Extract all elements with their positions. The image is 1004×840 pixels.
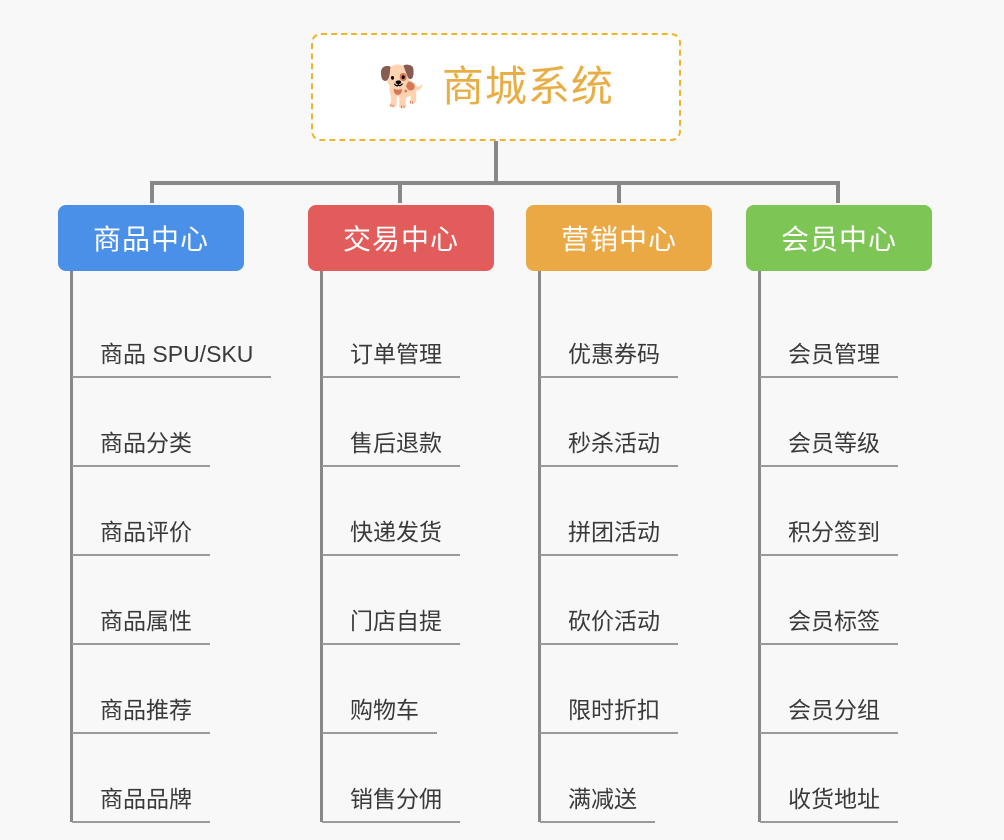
leaf-item[interactable]: 秒杀活动 [526, 378, 712, 467]
leaf-item-label: 会员标签 [760, 608, 898, 645]
leaf-item-label: 商品分类 [72, 430, 210, 467]
trunk-line [758, 271, 761, 822]
leaf-item[interactable]: 会员标签 [746, 556, 932, 645]
leaf-item-label: 售后退款 [322, 430, 460, 467]
leaf-item[interactable]: 商品分类 [58, 378, 244, 467]
leaf-item[interactable]: 商品品牌 [58, 734, 244, 823]
leaf-item-label: 商品品牌 [72, 786, 210, 823]
leaf-item[interactable]: 会员分组 [746, 645, 932, 734]
connector-root-stem [494, 141, 498, 184]
connector-drop-2 [398, 181, 402, 203]
leaf-item[interactable]: 会员等级 [746, 378, 932, 467]
connector-drop-1 [150, 181, 154, 203]
leaf-item-label: 会员管理 [760, 341, 898, 378]
leaf-item-label: 商品评价 [72, 519, 210, 556]
category-header-2[interactable]: 交易中心 [308, 205, 494, 271]
trunk-line [320, 271, 323, 822]
leaf-item[interactable]: 商品推荐 [58, 645, 244, 734]
category-column-3: 营销中心优惠券码秒杀活动拼团活动砍价活动限时折扣满减送 [526, 205, 712, 823]
leaf-item-label: 商品推荐 [72, 697, 210, 734]
leaf-list: 商品 SPU/SKU 商品分类商品评价商品属性商品推荐商品品牌 [58, 271, 272, 823]
leaf-list: 优惠券码秒杀活动拼团活动砍价活动限时折扣满减送 [526, 271, 712, 823]
category-column-1: 商品中心商品 SPU/SKU 商品分类商品评价商品属性商品推荐商品品牌 [58, 205, 272, 823]
leaf-item[interactable]: 门店自提 [308, 556, 494, 645]
leaf-item[interactable]: 商品评价 [58, 467, 244, 556]
leaf-item-label: 收货地址 [760, 786, 898, 823]
leaf-item-label: 拼团活动 [540, 519, 678, 556]
shiba-dog-face-icon: 🐕 [378, 65, 428, 109]
leaf-item-label: 会员等级 [760, 430, 898, 467]
leaf-item[interactable]: 收货地址 [746, 734, 932, 823]
leaf-item-label: 优惠券码 [540, 341, 678, 378]
leaf-item[interactable]: 商品 SPU/SKU [58, 289, 272, 378]
leaf-list: 订单管理售后退款快递发货门店自提购物车销售分佣 [308, 271, 494, 823]
leaf-item-label: 积分签到 [760, 519, 898, 556]
category-header-4[interactable]: 会员中心 [746, 205, 932, 271]
trunk-line [70, 271, 73, 822]
leaf-item[interactable]: 购物车 [308, 645, 494, 734]
leaf-item[interactable]: 销售分佣 [308, 734, 494, 823]
leaf-item-label: 商品 SPU/SKU [72, 341, 272, 378]
category-header-1[interactable]: 商品中心 [58, 205, 244, 271]
leaf-item[interactable]: 拼团活动 [526, 467, 712, 556]
leaf-item-label: 满减送 [540, 786, 655, 823]
leaf-item[interactable]: 砍价活动 [526, 556, 712, 645]
leaf-item-label: 订单管理 [322, 341, 460, 378]
leaf-item[interactable]: 限时折扣 [526, 645, 712, 734]
leaf-item[interactable]: 会员管理 [746, 289, 932, 378]
category-column-4: 会员中心会员管理会员等级积分签到会员标签会员分组收货地址 [746, 205, 932, 823]
category-header-3[interactable]: 营销中心 [526, 205, 712, 271]
leaf-item-label: 门店自提 [322, 608, 460, 645]
category-header-label: 营销中心 [560, 224, 677, 255]
category-column-2: 交易中心订单管理售后退款快递发货门店自提购物车销售分佣 [308, 205, 494, 823]
connector-drop-4 [836, 181, 840, 203]
connector-drop-3 [617, 181, 621, 203]
category-header-label: 交易中心 [342, 224, 459, 255]
leaf-item[interactable]: 售后退款 [308, 378, 494, 467]
leaf-item[interactable]: 商品属性 [58, 556, 244, 645]
leaf-item[interactable]: 快递发货 [308, 467, 494, 556]
leaf-item-label: 会员分组 [760, 697, 898, 734]
leaf-item[interactable]: 优惠券码 [526, 289, 712, 378]
connector-horizontal-bar [150, 181, 840, 185]
root-title: 商城系统 [441, 63, 614, 110]
leaf-item-label: 秒杀活动 [540, 430, 678, 467]
leaf-item-label: 砍价活动 [540, 608, 678, 645]
leaf-item-label: 销售分佣 [322, 786, 460, 823]
leaf-item[interactable]: 满减送 [526, 734, 712, 823]
leaf-item-label: 限时折扣 [540, 697, 678, 734]
category-header-label: 商品中心 [92, 224, 209, 255]
trunk-line [538, 271, 541, 822]
root-node[interactable]: 🐕 商城系统 [311, 33, 681, 141]
leaf-item[interactable]: 订单管理 [308, 289, 494, 378]
leaf-item-label: 购物车 [322, 697, 437, 734]
leaf-item-label: 商品属性 [72, 608, 210, 645]
leaf-item[interactable]: 积分签到 [746, 467, 932, 556]
leaf-list: 会员管理会员等级积分签到会员标签会员分组收货地址 [746, 271, 932, 823]
category-header-label: 会员中心 [780, 224, 897, 255]
leaf-item-label: 快递发货 [322, 519, 460, 556]
